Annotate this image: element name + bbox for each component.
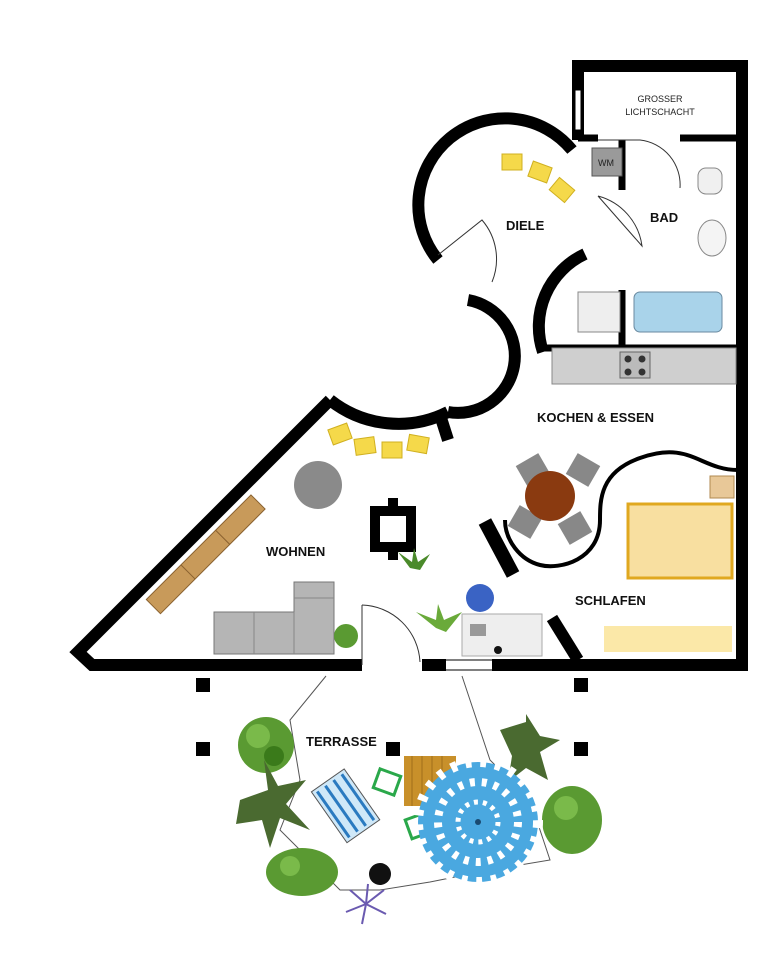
grill bbox=[369, 863, 391, 885]
sink bbox=[697, 219, 727, 257]
label-lichtschacht: GROSSER bbox=[637, 94, 683, 104]
doors bbox=[290, 139, 681, 671]
wardrobe bbox=[604, 626, 732, 652]
plant-living bbox=[334, 548, 462, 648]
sofa bbox=[213, 581, 335, 655]
label-schlafen: SCHLAFEN bbox=[575, 593, 646, 608]
bedroom bbox=[478, 450, 739, 652]
bathtub bbox=[633, 291, 723, 333]
label-diele: DIELE bbox=[506, 218, 545, 233]
office-chair bbox=[466, 584, 494, 612]
living-room-furniture bbox=[145, 461, 543, 657]
round-rug bbox=[294, 461, 342, 509]
garden-chair bbox=[371, 766, 403, 798]
room-labels: GROSSER LICHTSCHACHT DIELE BAD KOCHEN & … bbox=[266, 94, 695, 749]
label-lichtschacht-2: LICHTSCHACHT bbox=[625, 107, 695, 117]
nightstand bbox=[709, 475, 735, 499]
desk bbox=[461, 584, 543, 657]
washing-machine-label: WM bbox=[598, 158, 614, 168]
bathroom-fixtures: WM bbox=[577, 147, 727, 333]
washing-machine bbox=[591, 147, 623, 177]
bush bbox=[542, 786, 602, 854]
shrub bbox=[236, 714, 560, 848]
bush bbox=[266, 848, 338, 896]
windows bbox=[327, 153, 576, 459]
label-bad: BAD bbox=[650, 210, 678, 225]
sun-lounger bbox=[310, 768, 381, 844]
shower-tray bbox=[577, 291, 621, 333]
exterior-walls bbox=[69, 60, 748, 671]
lavender-plant bbox=[345, 883, 387, 925]
bookshelf bbox=[145, 494, 266, 615]
label-wohnen: WOHNEN bbox=[266, 544, 325, 559]
dining-set bbox=[507, 453, 601, 545]
bed bbox=[626, 502, 734, 580]
stove bbox=[619, 351, 651, 379]
label-terrasse: TERRASSE bbox=[306, 734, 377, 749]
parasol bbox=[413, 757, 543, 887]
terrace bbox=[196, 675, 602, 925]
kitchen-counter bbox=[551, 347, 737, 385]
toilet bbox=[697, 167, 723, 195]
dining-table bbox=[525, 471, 575, 521]
label-kochen: KOCHEN & ESSEN bbox=[537, 410, 654, 425]
